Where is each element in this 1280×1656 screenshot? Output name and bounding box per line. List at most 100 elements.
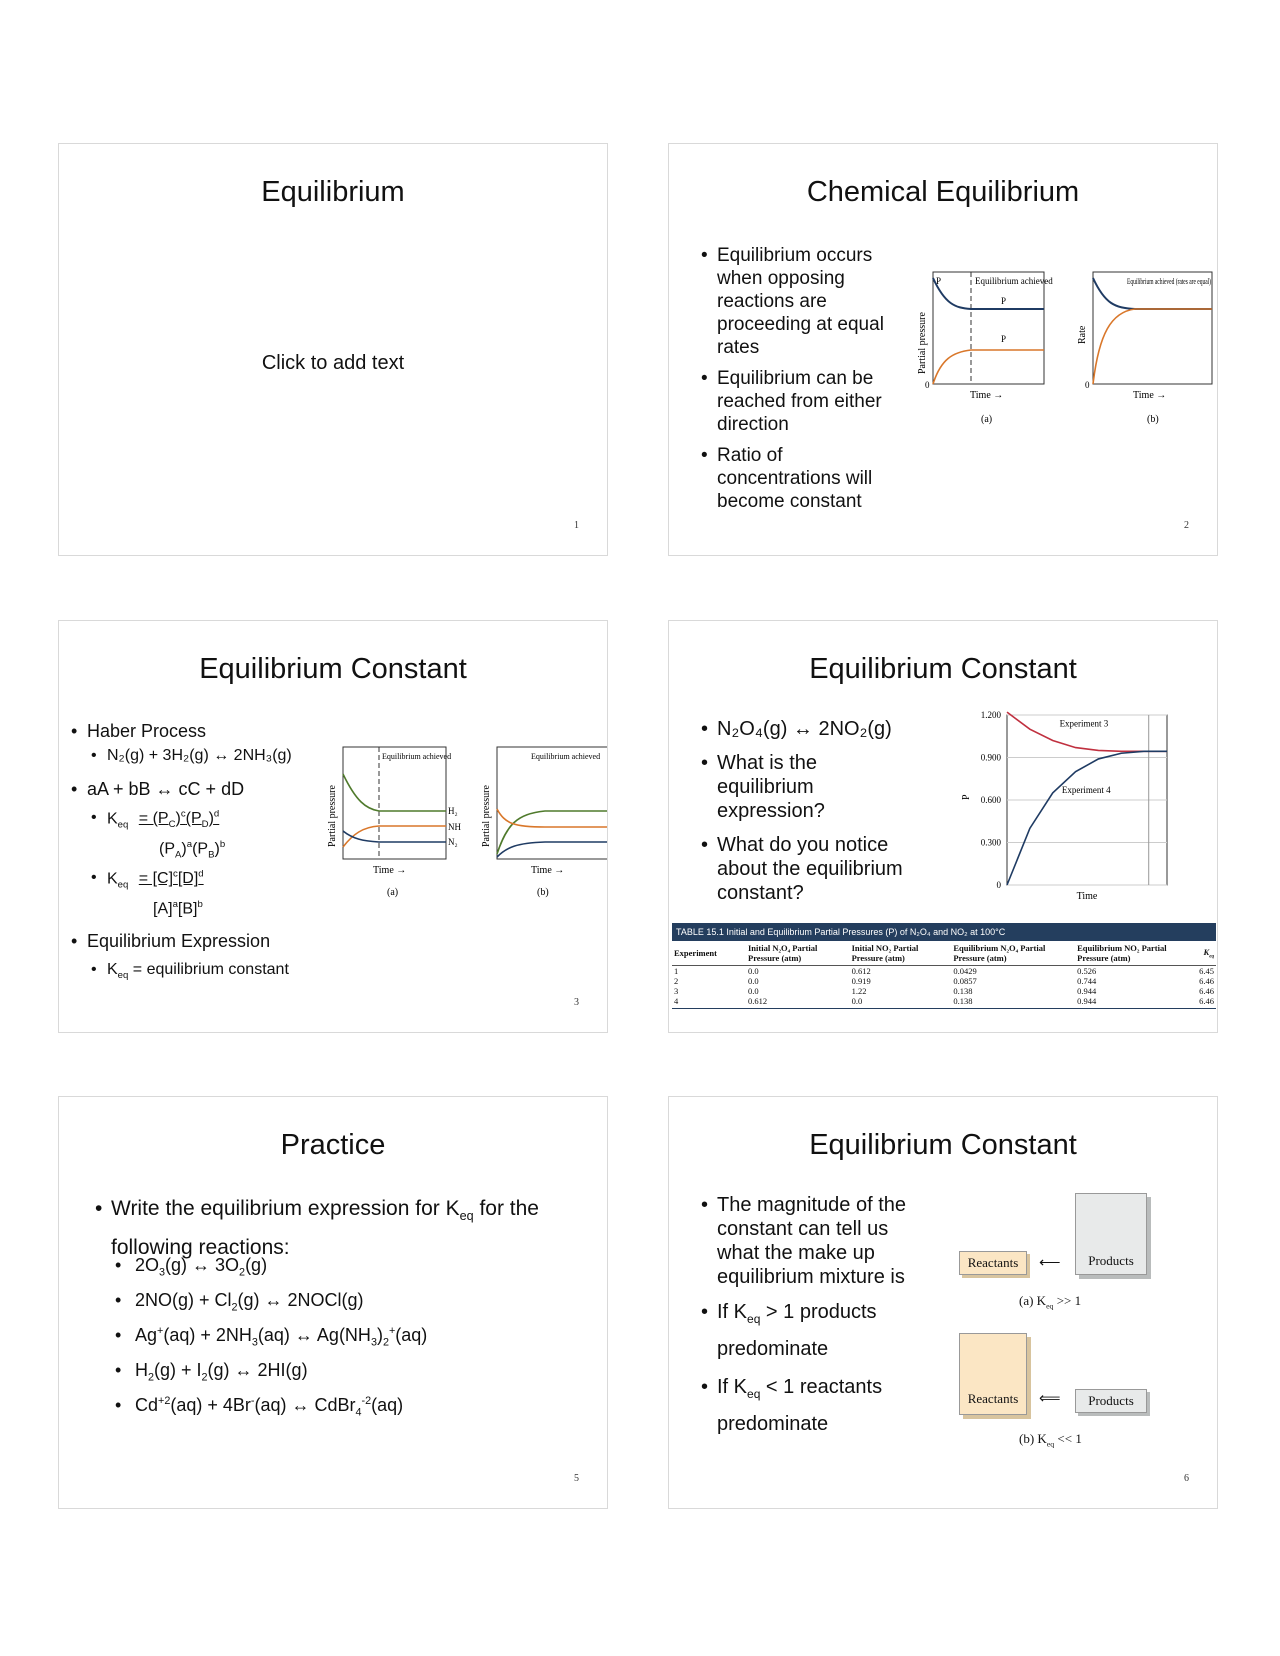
col-header: Keq: [1203, 946, 1214, 960]
tick-label: 0: [997, 880, 1002, 890]
table-cell: 0.944: [1077, 986, 1097, 996]
figure-rate: Rate Equilibrium achieved (rates are equ…: [1077, 271, 1213, 425]
practice-intro: •Write the equilibrium expression for Ke…: [95, 1197, 539, 1260]
axis-label-y: Rate: [1077, 325, 1088, 344]
table-cell: 0.138: [953, 986, 973, 996]
table-cell: 0.0429: [953, 966, 977, 976]
label-eq-achieved: Equilibrium achieved: [531, 752, 600, 761]
table-cell: 0.612: [851, 966, 871, 976]
reactants-box-small: Reactants: [959, 1251, 1027, 1275]
table-cell: 3: [674, 986, 679, 996]
keq-p-denominator: (PA)a(PB)b: [159, 839, 226, 861]
caption-b: (b) Keq << 1: [1019, 1431, 1082, 1449]
bullet-list: N₂O₄(g) ↔ 2NO₂(g) What is the equilibriu…: [701, 717, 911, 905]
products-box-small: Products: [1075, 1389, 1147, 1413]
bullet-item: What is the equilibrium expression?: [701, 751, 911, 823]
reaction-3: •Ag+(aq) + 2NH3(aq) ↔ Ag(NH3)2+(aq): [115, 1325, 428, 1349]
table-cell: 0.612: [748, 996, 768, 1006]
bullet-keq-p: •Keq = (PC)c(PD)d: [91, 809, 220, 831]
products-label: Products: [1088, 1253, 1134, 1268]
table-cell: 0.919: [851, 976, 871, 986]
bullet-item: Equilibrium can be reached from either d…: [701, 367, 909, 436]
figure-partial-pressure: Partial pressure P Equilibrium achieved …: [917, 271, 1053, 425]
reaction-5: •Cd+2(aq) + 4Br-(aq) ↔ CdBr4-2(aq): [115, 1395, 404, 1419]
bullet-haber-eq: •N₂(g) + 3H₂(g) ↔ 2NH₃(g): [91, 747, 292, 764]
bullet-block: •The magnitude of the constant can tell …: [701, 1193, 921, 1439]
page-number: 5: [574, 1473, 579, 1484]
table-cell: 4: [674, 996, 679, 1006]
label-nh3: NH₃: [448, 822, 461, 832]
table-cell: 0.526: [1077, 966, 1097, 976]
table-cell: 0.138: [953, 996, 973, 1006]
practice-reactions: •2O3(g) ↔ 3O2(g) •2NO(g) + Cl2(g) ↔ 2NOC…: [115, 1255, 585, 1430]
page-number: 3: [574, 997, 579, 1008]
series-label: Experiment 3: [1060, 718, 1109, 728]
page-number: 6: [1184, 1473, 1189, 1484]
label-p: P: [936, 276, 941, 286]
tick-label: 1.200: [981, 710, 1002, 720]
axis-label-x: Time →: [531, 865, 564, 876]
table-15-1: TABLE 15.1 Initial and Equilibrium Parti…: [672, 923, 1216, 1009]
table-cell: 2: [674, 976, 679, 986]
slide-1: Equilibrium Click to add text 1: [58, 143, 608, 556]
page-number: 1: [574, 520, 579, 531]
slide-title: Equilibrium: [261, 176, 405, 208]
table-cell: 1: [674, 966, 679, 976]
bullet-item: •The magnitude of the constant can tell …: [701, 1194, 907, 1288]
figure-haber-b: Partial pressure Equilibrium achieved Ti…: [481, 746, 607, 898]
label-h2: H₂: [448, 806, 458, 816]
table-cell: 0.944: [1077, 996, 1097, 1006]
table-cell: 0.0857: [953, 976, 977, 986]
bullet-list: Equilibrium occurs when opposing reactio…: [701, 244, 909, 513]
table-title: TABLE 15.1 Initial and Equilibrium Parti…: [672, 923, 1216, 941]
products-box-large: [1075, 1193, 1147, 1275]
slide-title: Chemical Equilibrium: [806, 176, 1080, 208]
bullet-item: Equilibrium occurs when opposing reactio…: [701, 244, 909, 359]
data-table: Experiment Initial N₂O₄ Partial Pressure…: [672, 941, 1216, 1006]
axis-label-y: Partial pressure: [481, 785, 492, 847]
col-header: Initial N₂O₄ Partial Pressure (atm): [748, 943, 818, 963]
figure-haber-a: Partial pressure Equilibrium achieved H₂…: [327, 746, 461, 898]
label-n2: N₂: [448, 837, 458, 847]
axis-label-x: Time →: [373, 865, 406, 876]
bullet-item: What do you notice about the equilibrium…: [701, 833, 911, 905]
axis-label-y: P: [961, 794, 972, 800]
keq-c-denominator: [A]a[B]b: [153, 899, 203, 918]
slide-6: Equilibrium Constant •The magnitude of t…: [668, 1096, 1218, 1509]
slide-title: Equilibrium Constant: [809, 653, 1077, 685]
text-placeholder[interactable]: Click to add text: [261, 352, 405, 374]
col-header: Experiment: [674, 948, 717, 958]
slide-3: Equilibrium Constant •Haber Process •N₂(…: [58, 620, 608, 1033]
slide-title: Equilibrium Constant: [199, 653, 467, 685]
slide-2: Chemical Equilibrium Equilibrium occurs …: [668, 143, 1218, 556]
table-cell: 6.45: [1199, 966, 1214, 976]
arrow-icon: ⟸: [1039, 1391, 1061, 1407]
slide-4: Equilibrium Constant N₂O₄(g) ↔ 2NO₂(g) W…: [668, 620, 1218, 1033]
table-header-row: Experiment Initial N₂O₄ Partial Pressure…: [672, 941, 1216, 966]
slide-title: Equilibrium Constant: [809, 1129, 1077, 1161]
bullet-item: Ratio of concentrations will become cons…: [701, 444, 909, 513]
table-cell: 6.46: [1199, 996, 1214, 1006]
axis-label-x: Time →: [970, 390, 1003, 401]
figure-magnitude: Products Reactants ⟵ (a) Keq >> 1 Reacta…: [959, 1193, 1179, 1483]
axis-zero: 0: [925, 380, 930, 390]
reaction-4: •H2(g) + I2(g) ↔ 2HI(g): [115, 1360, 308, 1384]
slide-title: Practice: [280, 1129, 386, 1161]
table-cell: 1.22: [851, 986, 867, 996]
reaction-1: •2O3(g) ↔ 3O2(g): [115, 1255, 268, 1279]
bullet-reaction: N₂O₄(g) ↔ 2NO₂(g): [701, 717, 911, 741]
bullet-keq-def: •Keq = equilibrium constant: [91, 961, 289, 982]
slide-5: Practice •Write the equilibrium expressi…: [58, 1096, 608, 1509]
bullet-keq-c: •Keq = [C]c[D]d: [91, 869, 204, 891]
tick-label: 0.300: [981, 838, 1002, 848]
bullet-expression: •Equilibrium Expression: [71, 931, 271, 951]
bullet-block: •Haber Process •N₂(g) + 3H₂(g) ↔ 2NH₃(g)…: [71, 721, 341, 989]
axis-zero: 0: [1085, 380, 1090, 390]
axis-label-y: Partial pressure: [917, 312, 928, 374]
figure-caption: (b): [537, 887, 549, 898]
